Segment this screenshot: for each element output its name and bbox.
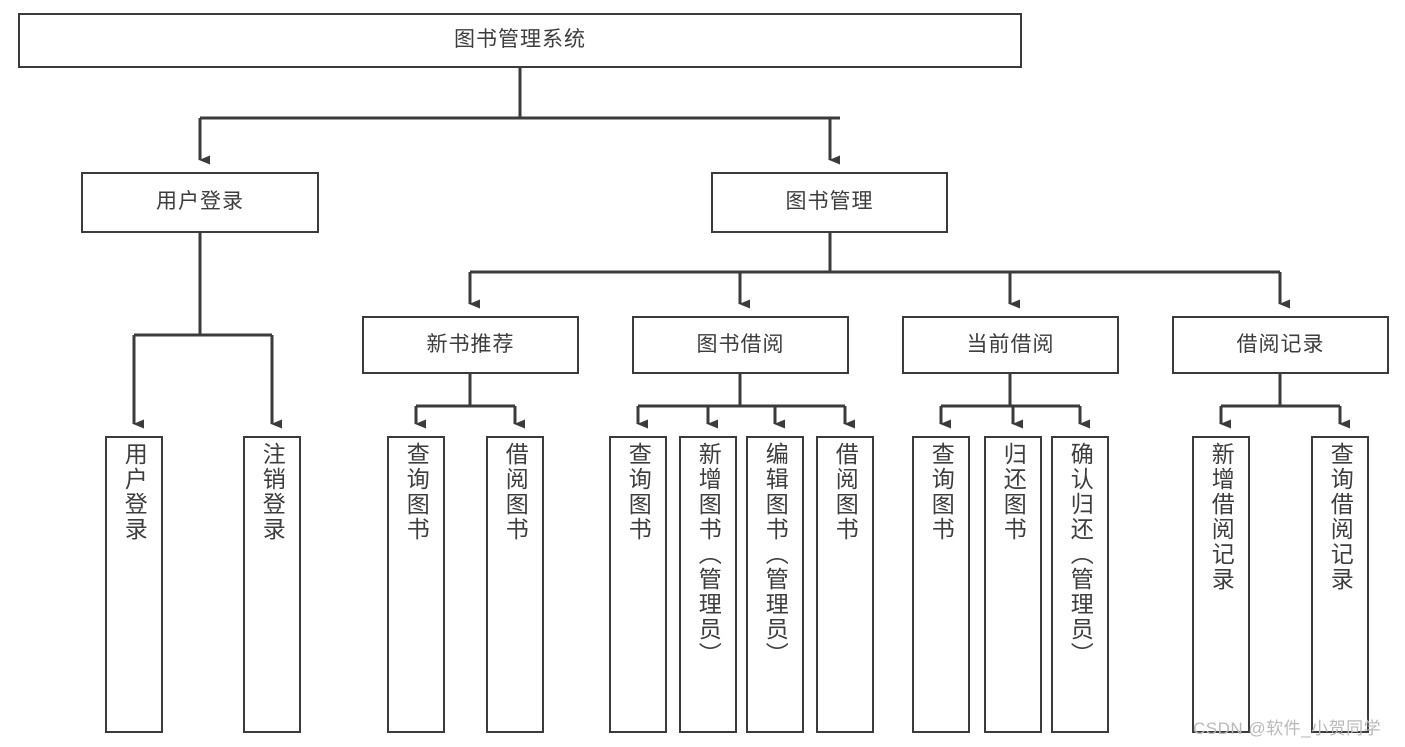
leaf-node[interactable]: 新增借阅记录: [1192, 436, 1250, 733]
connector-borrow-record-to-leaves: [1219, 374, 1350, 429]
leaf-node[interactable]: 借阅图书: [486, 436, 544, 733]
leaf-node-label: 归还图书: [1000, 442, 1027, 542]
node-borrow-record-label: 借阅记录: [1236, 332, 1325, 356]
leaf-node-label: 编辑图书（管理员）: [762, 442, 789, 667]
leaf-node-label: 新增图书（管理员）: [695, 442, 722, 667]
leaf-node-label: 注销登录: [259, 442, 286, 542]
connector-current-borrow-to-leaves: [939, 374, 1090, 429]
connector-root-to-level2: [198, 68, 840, 165]
leaf-node-label: 借阅图书: [502, 442, 529, 542]
node-root-label: 图书管理系统: [454, 28, 586, 52]
leaf-node[interactable]: 查询图书: [609, 436, 667, 733]
leaf-node-label: 查询图书: [403, 442, 430, 542]
node-borrow-record[interactable]: 借阅记录: [1172, 316, 1389, 374]
connector-book-mgmt-to-level3: [468, 233, 1290, 309]
node-new-book-recommend-label: 新书推荐: [426, 332, 515, 356]
node-book-borrow-label: 图书借阅: [696, 332, 785, 356]
leaf-node[interactable]: 查询图书: [387, 436, 445, 733]
leaf-node-label: 查询借阅记录: [1327, 442, 1354, 592]
node-book-management[interactable]: 图书管理: [711, 172, 948, 233]
leaf-node-label: 查询图书: [928, 442, 955, 542]
connector-borrow-to-leaves: [636, 374, 855, 429]
leaf-node[interactable]: 查询借阅记录: [1311, 436, 1369, 733]
leaf-node-label: 新增借阅记录: [1208, 442, 1235, 592]
node-user-login[interactable]: 用户登录: [81, 172, 319, 233]
leaf-node[interactable]: 新增图书（管理员）: [679, 436, 737, 733]
leaf-node[interactable]: 查询图书: [912, 436, 970, 733]
node-user-login-label: 用户登录: [156, 190, 244, 214]
leaf-node[interactable]: 归还图书: [984, 436, 1042, 733]
leaf-node[interactable]: 注销登录: [243, 436, 301, 733]
leaf-node-label: 用户登录: [121, 442, 148, 542]
node-book-management-label: 图书管理: [785, 190, 874, 214]
leaf-node-label: 查询图书: [625, 442, 652, 542]
node-book-borrow[interactable]: 图书借阅: [632, 316, 849, 374]
leaf-node[interactable]: 确认归还（管理员）: [1051, 436, 1109, 733]
leaf-node-label: 借阅图书: [832, 442, 859, 542]
node-new-book-recommend[interactable]: 新书推荐: [362, 316, 579, 374]
leaf-node[interactable]: 借阅图书: [816, 436, 874, 733]
connector-new-book-to-leaves: [414, 374, 525, 429]
leaf-node[interactable]: 编辑图书（管理员）: [746, 436, 804, 733]
leaf-node[interactable]: 用户登录: [105, 436, 163, 733]
node-current-borrow-label: 当前借阅: [966, 332, 1055, 356]
leaf-node-label: 确认归还（管理员）: [1067, 442, 1094, 667]
node-root-system[interactable]: 图书管理系统: [18, 13, 1022, 68]
connector-user-login-to-leaves: [132, 233, 282, 429]
node-current-borrow[interactable]: 当前借阅: [902, 316, 1119, 374]
